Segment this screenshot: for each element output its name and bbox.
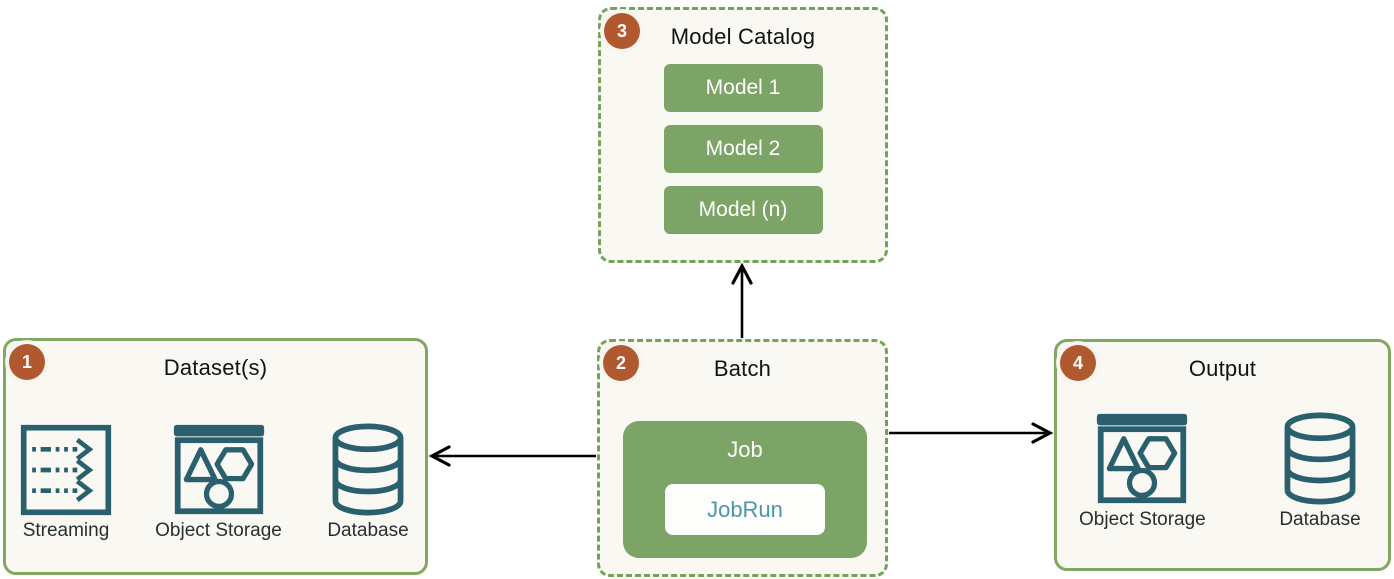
step-badge-2: 2 (603, 345, 639, 381)
model-chip-2: Model 2 (663, 125, 823, 173)
model-chip-1: Model 1 (663, 64, 823, 112)
model-list: Model 1 Model 2 Model (n) (601, 64, 885, 234)
datasets-items: Streaming Object Storage (6, 421, 425, 542)
step-badge-3: 3 (604, 13, 640, 49)
dataset-item-database: Database (324, 422, 412, 542)
arrow-batch-to-output (889, 422, 1054, 444)
model-catalog-title: Model Catalog (670, 24, 816, 49)
jobrun-label: JobRun (707, 496, 783, 522)
job-label: Job (727, 437, 763, 462)
datasets-title: Dataset(s) (163, 355, 268, 380)
streaming-icon (20, 424, 112, 516)
dataset-item-label: Object Storage (155, 520, 282, 541)
database-icon (332, 423, 404, 516)
dataset-item-label: Streaming (22, 520, 110, 541)
batch-title: Batch (713, 356, 772, 381)
database-icon (1284, 412, 1356, 505)
node-batch: 2 Batch Job JobRun (597, 339, 888, 577)
dataset-item-streaming: Streaming (19, 423, 113, 542)
node-output: 4 Output Object Storage (1054, 339, 1391, 571)
arrow-batch-to-datasets (428, 445, 596, 467)
output-item-label: Database (1279, 509, 1361, 530)
object-storage-icon (173, 424, 264, 515)
node-datasets: 1 Dataset(s) Streaming (3, 338, 428, 575)
output-item-label: Object Storage (1079, 509, 1206, 530)
output-title: Output (1188, 356, 1257, 381)
output-items: Object Storage Database (1057, 410, 1388, 531)
dataset-item-object-storage: Object Storage (155, 421, 282, 542)
arrow-batch-to-model-catalog (731, 262, 753, 338)
step-badge-4: 4 (1060, 345, 1096, 381)
jobrun-block: JobRun (665, 484, 825, 535)
object-storage-icon (1097, 413, 1188, 504)
node-model-catalog: 3 Model Catalog Model 1 Model 2 Model (n… (598, 7, 888, 263)
output-item-database: Database (1276, 411, 1364, 531)
model-chip-n: Model (n) (663, 186, 823, 234)
output-item-object-storage: Object Storage (1079, 410, 1206, 531)
dataset-item-label: Database (327, 520, 409, 541)
job-block: Job JobRun (623, 421, 867, 558)
step-badge-1: 1 (9, 344, 45, 380)
